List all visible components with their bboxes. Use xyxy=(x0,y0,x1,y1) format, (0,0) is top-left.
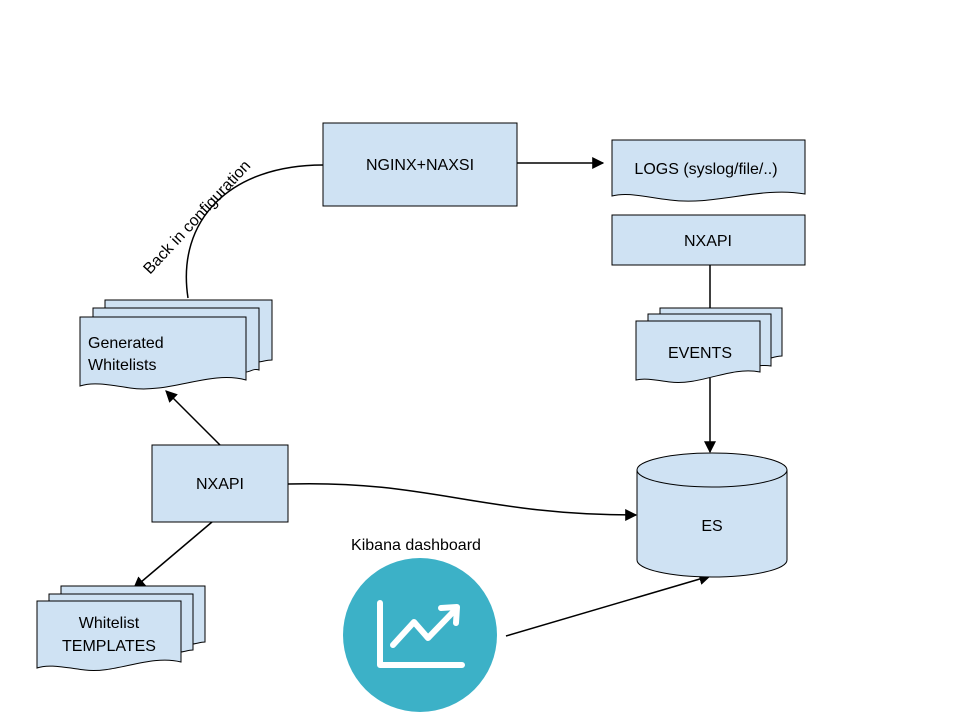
nginx-naxsi-node: NGINX+NAXSI xyxy=(322,122,518,207)
logs-node: LOGS (syslog/file/..) xyxy=(611,139,806,202)
nginx-naxsi-label: NGINX+NAXSI xyxy=(366,157,474,174)
back-in-configuration-label: Back in configuration xyxy=(140,158,254,278)
generated-whitelists-label-line1: Generated xyxy=(88,335,164,352)
nxapi-top-label: NXAPI xyxy=(684,233,732,250)
nxapi-center-label: NXAPI xyxy=(196,476,244,493)
es-label: ES xyxy=(701,518,722,535)
edge-nxapi-to-generated-whitelists xyxy=(165,390,221,446)
trending-up-chart-icon xyxy=(377,600,465,668)
logs-label: LOGS (syslog/file/..) xyxy=(634,161,777,178)
edge-nxapi-to-whitelist-templates xyxy=(133,521,213,589)
kibana-circle xyxy=(343,558,497,712)
whitelist-templates-label-line2: TEMPLATES xyxy=(62,638,156,655)
events-label: EVENTS xyxy=(668,345,732,362)
whitelist-templates-node: Whitelist TEMPLATES xyxy=(36,585,206,672)
kibana-dashboard-node xyxy=(343,558,497,712)
edge-back-in-configuration xyxy=(185,164,324,299)
edge-nxapi-to-es xyxy=(287,482,638,521)
generated-whitelists-node: Generated Whitelists xyxy=(79,299,273,390)
generated-whitelists-label-line2: Whitelists xyxy=(88,357,156,374)
nxapi-center-node: NXAPI xyxy=(151,444,289,523)
es-database-node: ES xyxy=(636,452,788,578)
edge-kibana-to-es xyxy=(505,573,712,637)
kibana-dashboard-label: Kibana dashboard xyxy=(351,537,481,554)
events-node: EVENTS xyxy=(635,307,783,384)
nxapi-top-node: NXAPI xyxy=(611,214,806,266)
whitelist-templates-label-line1: Whitelist xyxy=(79,615,140,632)
